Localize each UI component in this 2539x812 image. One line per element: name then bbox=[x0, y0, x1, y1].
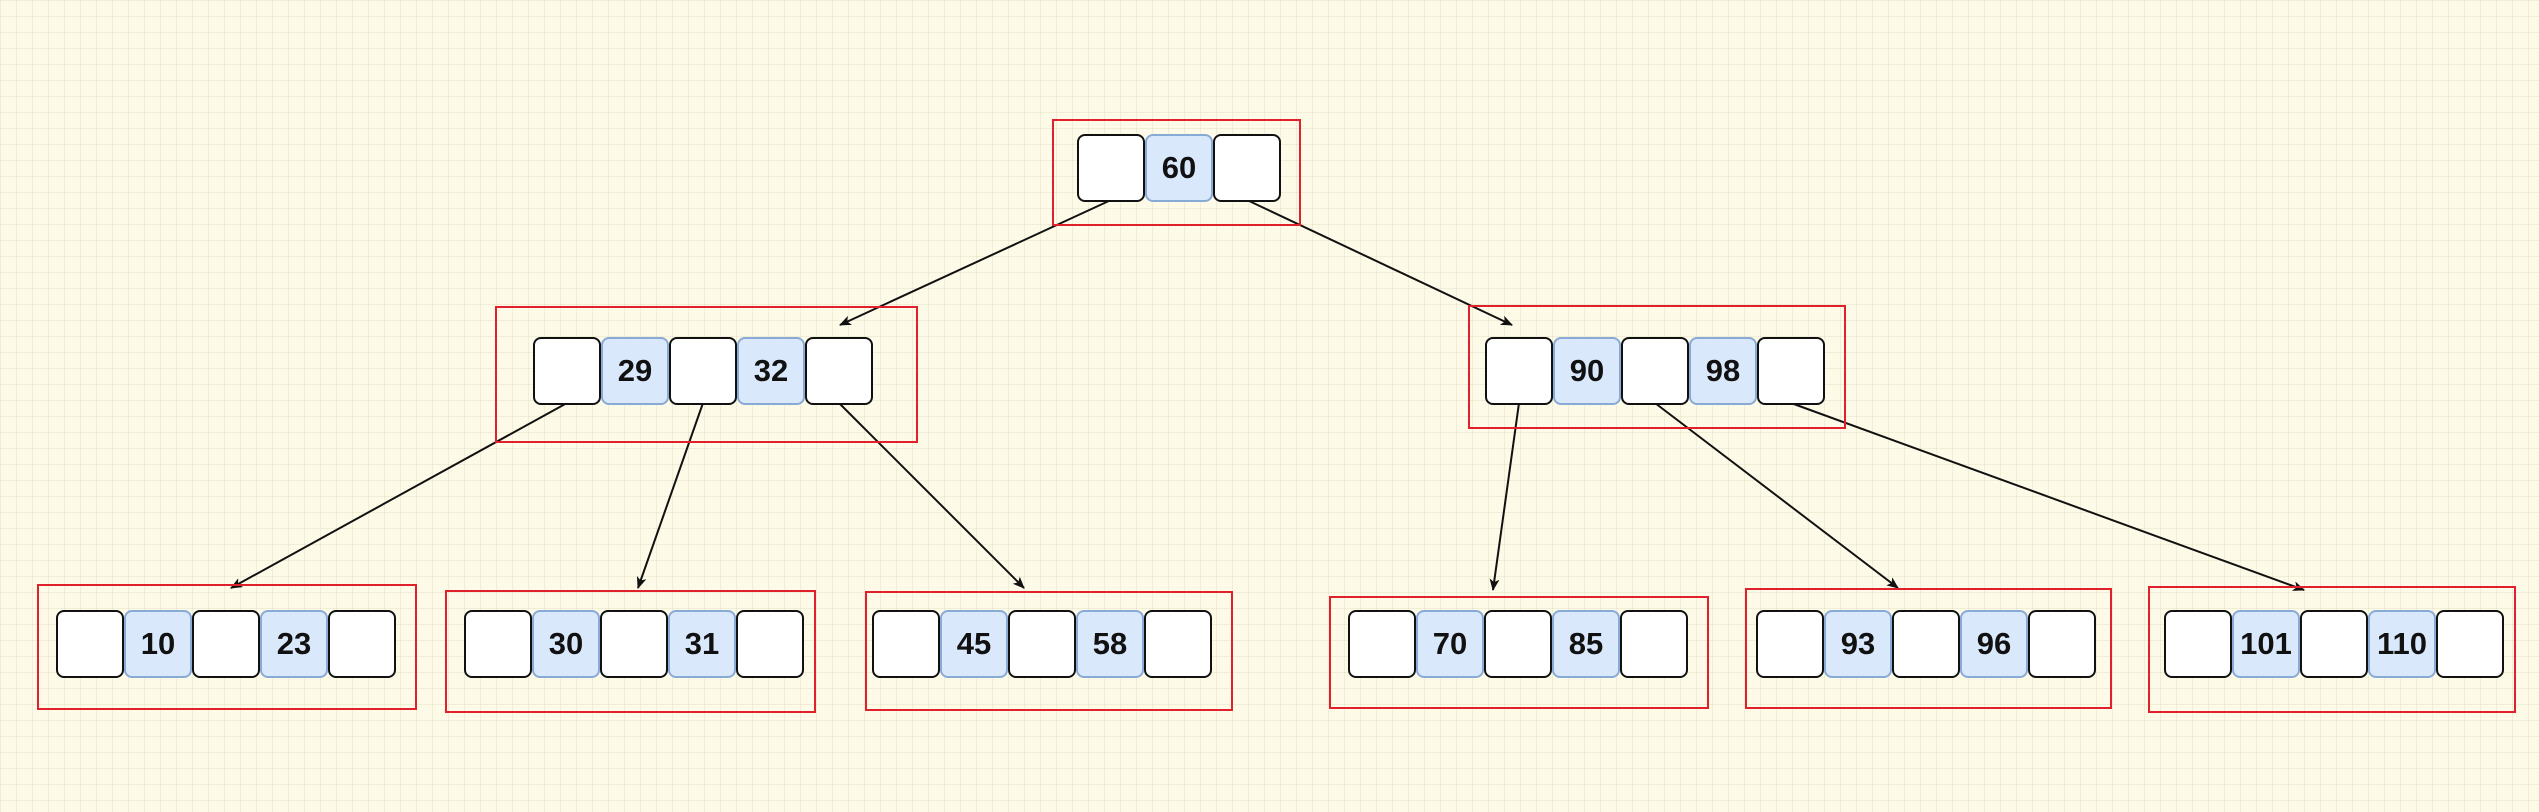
pointer-cell bbox=[1485, 337, 1553, 405]
pointer-cell bbox=[736, 610, 804, 678]
pointer-cell bbox=[192, 610, 260, 678]
edge-root-to-n29-32 bbox=[839, 199, 1112, 326]
pointer-cell bbox=[1144, 610, 1212, 678]
key-cell: 93 bbox=[1824, 610, 1892, 678]
key-cell: 85 bbox=[1552, 610, 1620, 678]
tree-node-n45-58 bbox=[865, 591, 1233, 711]
pointer-cell bbox=[872, 610, 940, 678]
pointer-cell bbox=[2436, 610, 2504, 678]
pointer-cell bbox=[2028, 610, 2096, 678]
tree-node-n30-31 bbox=[445, 590, 816, 713]
tree-node-n93-96 bbox=[1745, 588, 2112, 709]
pointer-cell bbox=[464, 610, 532, 678]
pointer-cell bbox=[1213, 134, 1281, 202]
pointer-cell bbox=[805, 337, 873, 405]
tree-node-n90-98 bbox=[1468, 305, 1846, 429]
key-cell: 31 bbox=[668, 610, 736, 678]
pointer-cell bbox=[1892, 610, 1960, 678]
edge-n90-98-to-n70-85 bbox=[1489, 402, 1520, 591]
pointer-cell bbox=[1484, 610, 1552, 678]
key-cell: 23 bbox=[260, 610, 328, 678]
tree-node-n10-23 bbox=[37, 584, 417, 710]
key-cell: 45 bbox=[940, 610, 1008, 678]
key-cell: 90 bbox=[1553, 337, 1621, 405]
pointer-cell bbox=[1348, 610, 1416, 678]
key-cell: 30 bbox=[532, 610, 600, 678]
key-cell: 60 bbox=[1145, 134, 1213, 202]
pointer-cell bbox=[1757, 337, 1825, 405]
key-cell: 101 bbox=[2232, 610, 2300, 678]
pointer-cell bbox=[533, 337, 601, 405]
pointer-cell bbox=[669, 337, 737, 405]
pointer-cell bbox=[1756, 610, 1824, 678]
edge-root-to-n90-98 bbox=[1246, 199, 1513, 326]
key-cell: 29 bbox=[601, 337, 669, 405]
key-cell: 58 bbox=[1076, 610, 1144, 678]
pointer-cell bbox=[328, 610, 396, 678]
edge-n90-98-to-n101-110 bbox=[1790, 402, 2305, 591]
pointer-cell bbox=[1621, 337, 1689, 405]
pointer-cell bbox=[56, 610, 124, 678]
edge-n29-32-to-n45-58 bbox=[838, 402, 1025, 589]
pointer-cell bbox=[2300, 610, 2368, 678]
pointer-cell bbox=[1008, 610, 1076, 678]
key-cell: 110 bbox=[2368, 610, 2436, 678]
key-cell: 98 bbox=[1689, 337, 1757, 405]
edge-n29-32-to-n30-31 bbox=[636, 402, 704, 589]
tree-node-n101-110 bbox=[2148, 586, 2516, 713]
key-cell: 70 bbox=[1416, 610, 1484, 678]
pointer-cell bbox=[2164, 610, 2232, 678]
key-cell: 10 bbox=[124, 610, 192, 678]
tree-node-n29-32 bbox=[495, 306, 918, 443]
edge-n29-32-to-n10-23 bbox=[230, 402, 568, 589]
pointer-cell bbox=[1620, 610, 1688, 678]
pointer-cell bbox=[1077, 134, 1145, 202]
tree-node-n70-85 bbox=[1329, 596, 1709, 709]
edge-n90-98-to-n93-96 bbox=[1654, 402, 1899, 589]
key-cell: 96 bbox=[1960, 610, 2028, 678]
pointer-cell bbox=[600, 610, 668, 678]
key-cell: 32 bbox=[737, 337, 805, 405]
tree-node-root bbox=[1052, 119, 1301, 226]
